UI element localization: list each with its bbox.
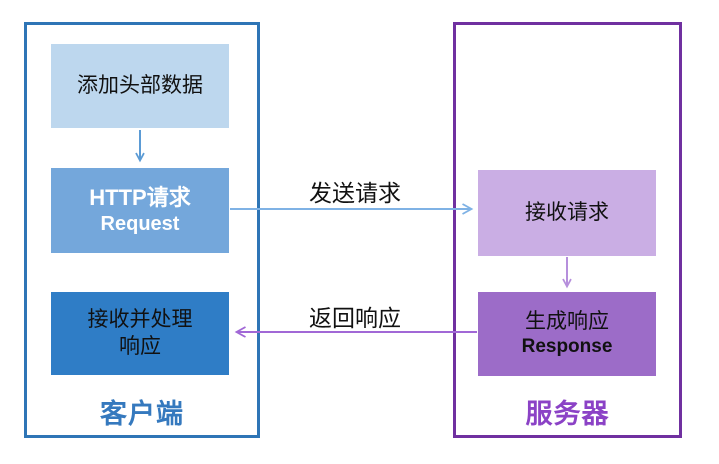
http-request-box: HTTP请求 Request xyxy=(51,168,229,253)
generate-response-label-line2: Response xyxy=(521,336,613,358)
receive-request-box: 接收请求 xyxy=(478,170,656,256)
receive-process-box: 接收并处理 响应 xyxy=(51,292,229,375)
receive-process-label-line1: 接收并处理 xyxy=(87,308,193,332)
receive-request-label: 接收请求 xyxy=(525,200,609,224)
server-container xyxy=(453,22,682,438)
client-zone-label: 客户端 xyxy=(100,399,184,429)
send-request-arrow-label: 发送请求 xyxy=(309,180,401,206)
http-request-label-line2: Request xyxy=(100,212,180,235)
server-zone-label: 服务器 xyxy=(525,399,610,429)
client-container xyxy=(24,22,260,438)
http-request-label-line1: HTTP请求 xyxy=(89,185,191,211)
generate-response-label-line1: 生成响应 xyxy=(525,310,609,333)
add-header-label: 添加头部数据 xyxy=(77,73,203,97)
return-response-arrow-label: 返回响应 xyxy=(309,305,401,331)
generate-response-box: 生成响应 Response xyxy=(478,292,656,376)
add-header-box: 添加头部数据 xyxy=(51,44,229,128)
receive-process-label-line2: 响应 xyxy=(119,334,161,358)
